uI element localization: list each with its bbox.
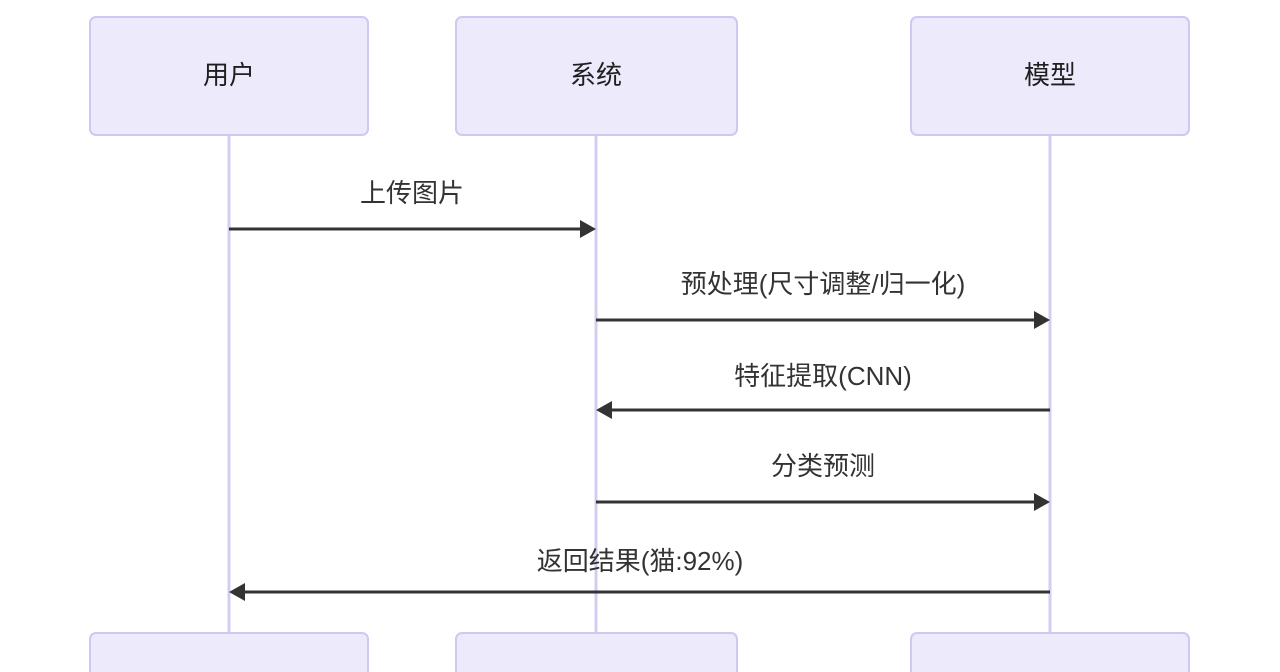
participant-boxes-top: 用户 系统 模型	[89, 16, 1190, 136]
message-label-1: 上传图片	[360, 178, 464, 208]
message-3-model-to-system[interactable]: 特征提取(CNN)	[596, 361, 1050, 419]
message-1-user-to-system[interactable]: 上传图片	[229, 178, 596, 238]
participant-top-model[interactable]: 模型	[910, 16, 1190, 136]
message-arrowhead-1	[580, 220, 596, 238]
participant-box-model[interactable]	[910, 632, 1190, 672]
participant-box-system[interactable]	[455, 632, 738, 672]
message-5-model-to-user[interactable]: 返回结果(猫:92%)	[229, 546, 1050, 601]
message-arrowhead-5	[229, 583, 245, 601]
participant-label-user: 用户	[203, 60, 255, 90]
lifelines-layer	[227, 135, 1052, 633]
participant-box-model[interactable]	[910, 16, 1190, 136]
message-2-system-to-model[interactable]: 预处理(尺寸调整/归一化)	[596, 269, 1050, 329]
participant-boxes-bottom	[89, 632, 1190, 672]
participant-label-system: 系统	[570, 60, 622, 90]
participant-box-user[interactable]	[89, 16, 369, 136]
message-label-2: 预处理(尺寸调整/归一化)	[681, 269, 966, 299]
message-arrowhead-4	[1034, 493, 1050, 511]
participant-bottom-user[interactable]	[89, 632, 369, 672]
participant-box-system[interactable]	[455, 16, 738, 136]
participant-top-system[interactable]: 系统	[455, 16, 738, 136]
participant-top-user[interactable]: 用户	[89, 16, 369, 136]
participant-box-user[interactable]	[89, 632, 369, 672]
message-label-4: 分类预测	[771, 451, 875, 481]
message-label-3: 特征提取(CNN)	[734, 361, 912, 391]
participant-bottom-model[interactable]	[910, 632, 1190, 672]
message-arrowhead-3	[596, 401, 612, 419]
message-arrowhead-2	[1034, 311, 1050, 329]
message-4-system-to-model[interactable]: 分类预测	[596, 451, 1050, 511]
message-label-5: 返回结果(猫:92%)	[537, 546, 744, 576]
participant-label-model: 模型	[1024, 60, 1076, 90]
participant-bottom-system[interactable]	[455, 632, 738, 672]
